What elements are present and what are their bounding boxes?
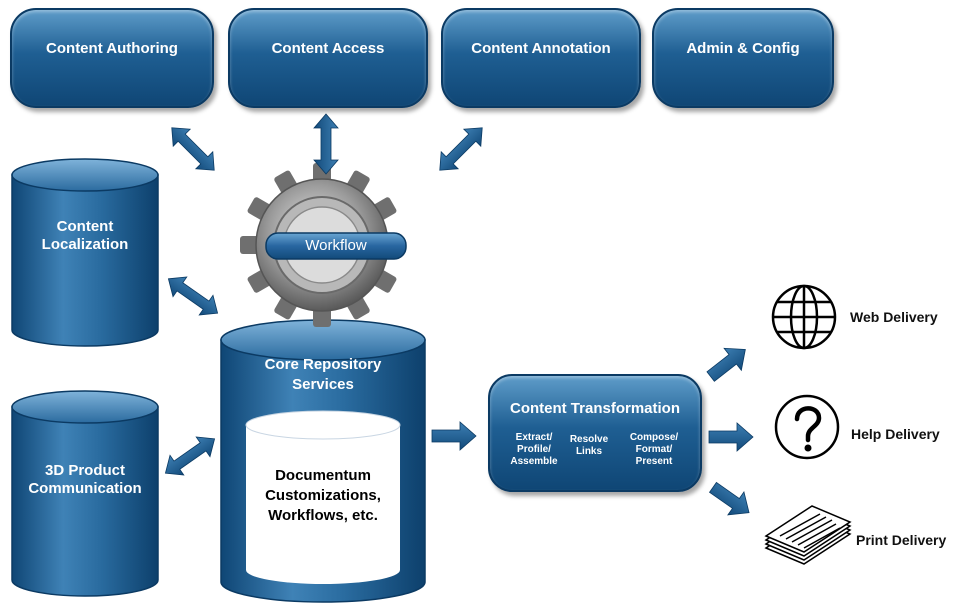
col3-line3: Present	[635, 456, 673, 467]
col2-line2: Links	[575, 446, 603, 457]
help-question-icon	[774, 394, 840, 460]
product3d-label: 3D Product Communication	[12, 462, 158, 498]
workflow-label: Workflow	[305, 237, 367, 254]
transformation-col2: Resolve Links	[566, 434, 612, 458]
help-delivery-label: Help Delivery	[851, 426, 940, 442]
core-inner-text: Documentum Customizations, Workflows, et…	[246, 466, 400, 526]
content-authoring-box: Content Authoring	[10, 8, 214, 108]
print-paper-icon	[764, 505, 852, 565]
arrow-localization-core	[167, 276, 219, 316]
print-delivery-label: Print Delivery	[856, 532, 947, 548]
transformation-col3: Compose/ Format/ Present	[624, 432, 684, 468]
product3d-line2: Communication	[28, 480, 142, 497]
localization-label: Content Localization	[12, 218, 158, 254]
core-inner-line1: Documentum	[275, 467, 371, 484]
workflow-gear-icon	[240, 163, 407, 327]
col1-line2: Profile/	[517, 444, 551, 455]
arrow-authoring-workflow	[171, 127, 215, 171]
arrow-access-workflow	[313, 113, 339, 175]
arrow-to-print	[708, 481, 750, 516]
arrow-core-transformation	[431, 421, 477, 451]
col2-line1: Resolve	[569, 434, 609, 445]
content-access-label: Content Access	[271, 39, 385, 57]
content-annotation-box: Content Annotation	[441, 8, 641, 108]
web-delivery-label: Web Delivery	[850, 309, 938, 325]
product3d-cylinder	[11, 390, 159, 597]
core-title-line2: Services	[292, 376, 354, 393]
core-inner-line3: Workflows, etc.	[268, 507, 378, 524]
localization-line2: Localization	[41, 236, 129, 253]
content-access-box: Content Access	[228, 8, 428, 108]
arrow-to-help	[708, 422, 754, 452]
core-repository-title: Core Repository Services	[221, 355, 425, 395]
content-transformation-box: Content Transformation Extract/ Profile/…	[488, 374, 702, 492]
col3-line2: Format/	[635, 444, 673, 455]
content-annotation-label: Content Annotation	[471, 39, 611, 57]
col3-line1: Compose/	[629, 432, 679, 443]
arrow-product3d-core	[164, 436, 216, 476]
col1-line1: Extract/	[515, 432, 553, 443]
content-authoring-label: Content Authoring	[46, 39, 178, 57]
admin-config-label: Admin & Config	[686, 39, 800, 57]
localization-cylinder	[11, 158, 159, 347]
arrow-annotation-workflow	[439, 127, 483, 171]
transformation-title: Content Transformation	[509, 400, 680, 417]
core-inner-line2: Customizations,	[265, 487, 381, 504]
localization-line1: Content	[56, 218, 114, 235]
arrow-to-web	[706, 347, 746, 382]
core-repository-cylinder	[220, 319, 426, 603]
core-title-line1: Core Repository	[264, 356, 382, 373]
col1-line3: Assemble	[510, 456, 558, 467]
product3d-line1: 3D Product	[44, 462, 125, 479]
globe-icon	[771, 284, 837, 350]
admin-config-box: Admin & Config	[652, 8, 834, 108]
transformation-col1: Extract/ Profile/ Assemble	[508, 432, 560, 468]
